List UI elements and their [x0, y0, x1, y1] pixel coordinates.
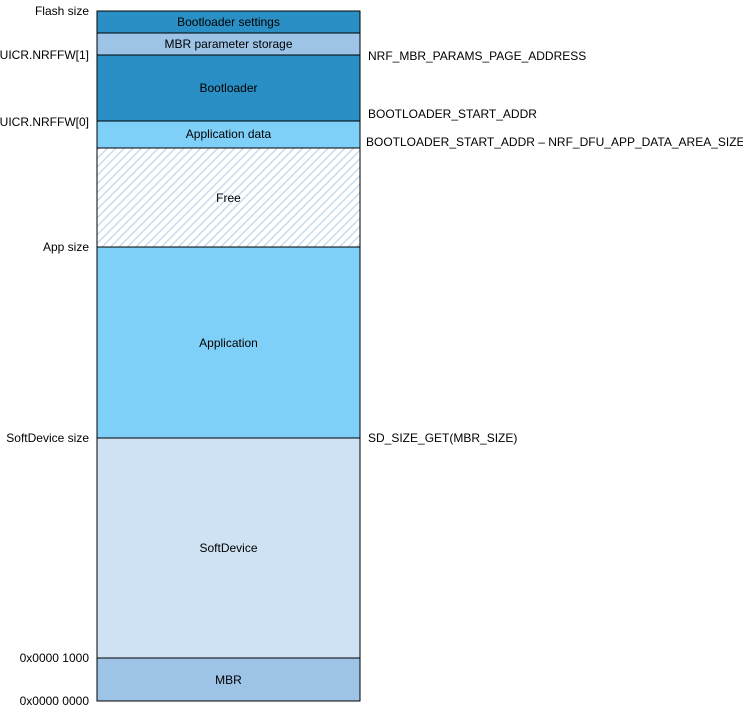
right-label-bootloader-start: BOOTLOADER_START_ADDR — [368, 107, 537, 121]
left-label-uicr-nrffw-1: UICR.NRFFW[1] — [0, 48, 89, 62]
left-label-uicr-nrffw-0: UICR.NRFFW[0] — [0, 115, 89, 129]
label-application: Application — [199, 336, 258, 350]
region-mbr — [96, 657, 361, 702]
region-application — [96, 246, 361, 439]
left-label-app-size: App size — [43, 240, 89, 254]
region-softdevice — [96, 437, 361, 659]
region-free — [96, 147, 361, 248]
left-label-addr-0000: 0x0000 0000 — [20, 694, 90, 708]
region-application-data — [96, 120, 361, 149]
right-label-mbr-params-page: NRF_MBR_PARAMS_PAGE_ADDRESS — [368, 49, 586, 63]
label-free: Free — [216, 191, 241, 205]
right-label-sd-size: SD_SIZE_GET(MBR_SIZE) — [368, 431, 517, 445]
label-application-data: Application data — [186, 127, 272, 141]
label-mbr-parameter-storage: MBR parameter storage — [164, 37, 292, 51]
left-label-flash-size: Flash size — [35, 4, 89, 18]
left-label-addr-1000: 0x0000 1000 — [20, 651, 90, 665]
label-softdevice: SoftDevice — [199, 541, 257, 555]
left-label-softdevice-size: SoftDevice size — [6, 431, 89, 445]
label-mbr: MBR — [215, 673, 242, 687]
right-label-app-data-start: BOOTLOADER_START_ADDR – NRF_DFU_APP_DATA… — [366, 135, 743, 149]
label-bootloader-settings: Bootloader settings — [177, 15, 280, 29]
label-bootloader: Bootloader — [199, 81, 257, 95]
